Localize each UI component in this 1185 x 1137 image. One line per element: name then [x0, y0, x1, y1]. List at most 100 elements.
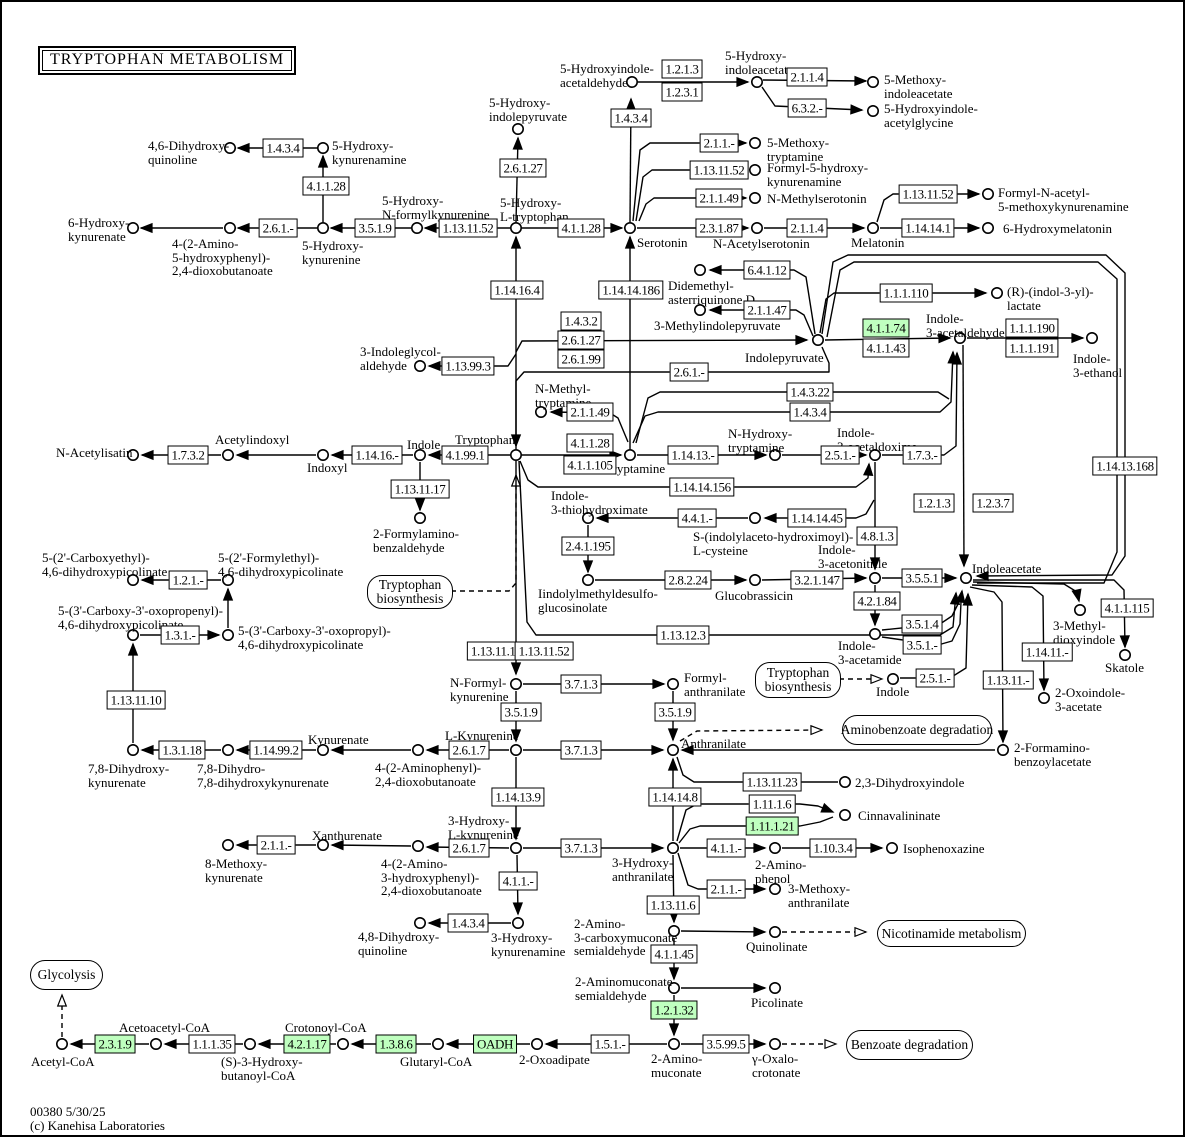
metabolite-node-indole[interactable]	[953, 331, 966, 344]
metabolite-node-r-indol-3-yl[interactable]	[990, 286, 1003, 299]
metabolite-node-n-acetylserotonin[interactable]	[750, 222, 763, 235]
metabolite-node-indole[interactable]	[1086, 331, 1099, 344]
metabolite-node-5-methoxy[interactable]	[866, 76, 879, 89]
metabolite-node-5-3-carboxy-3-oxopropyl[interactable]	[222, 628, 235, 641]
metabolite-node-6-hydroxy[interactable]	[127, 222, 140, 235]
enzyme-box-1-14-16-4[interactable]: 1.14.16.4	[490, 280, 544, 300]
enzyme-box-1-3-8-6[interactable]: 1.3.8.6	[375, 1034, 417, 1054]
enzyme-box-1-13-12-3[interactable]: 1.13.12.3	[656, 625, 710, 645]
metabolite-node-2-amino[interactable]	[667, 924, 680, 937]
metabolite-node-anthranilate[interactable]	[666, 743, 679, 756]
enzyme-box-2-1-1-49[interactable]: 2.1.1.49	[695, 188, 743, 208]
metabolite-node-formyl-5-hydroxy[interactable]	[748, 164, 761, 177]
enzyme-box-2-1-1-47[interactable]: 2.1.1.47	[743, 300, 791, 320]
metabolite-node-tryptophan[interactable]	[509, 448, 522, 461]
metabolite-node-2-amino[interactable]	[667, 1038, 680, 1051]
enzyme-box-1-13-11[interactable]: 1.13.11.-	[982, 670, 1034, 690]
enzyme-box-2-3-1-87[interactable]: 2.3.1.87	[695, 218, 743, 238]
metabolite-node-2-amino[interactable]	[768, 841, 781, 854]
enzyme-box-1-4-3-4[interactable]: 1.4.3.4	[262, 138, 304, 158]
enzyme-box-2-3-1-9[interactable]: 2.3.1.9	[94, 1034, 136, 1054]
metabolite-node-7-8-dihydroxy[interactable]	[127, 743, 140, 756]
enzyme-box-1-4-3-22[interactable]: 1.4.3.22	[786, 382, 834, 402]
metabolite-node-quinolinate[interactable]	[768, 925, 781, 938]
enzyme-box-1-2-3-7[interactable]: 1.2.3.7	[972, 493, 1014, 513]
enzyme-box-1-14-14-8[interactable]: 1.14.14.8	[648, 787, 702, 807]
enzyme-box-3-5-1-9[interactable]: 3.5.1.9	[500, 702, 542, 722]
metabolite-node-acetoacetyl-coa[interactable]	[150, 1038, 163, 1051]
metabolite-node-indolepyruvate[interactable]	[811, 333, 824, 346]
metabolite-node-2-oxoadipate[interactable]	[530, 1038, 543, 1051]
enzyme-box-1-14-16[interactable]: 1.14.16.-	[351, 445, 403, 465]
metabolite-node-5-hydroxy[interactable]	[410, 222, 423, 235]
enzyme-box-2-4-1-195[interactable]: 2.4.1.195	[561, 536, 615, 556]
enzyme-box-1-2-3-1[interactable]: 1.2.3.1	[661, 82, 703, 102]
metabolite-node-4-2-amino[interactable]	[411, 839, 424, 852]
enzyme-box-1-2-1[interactable]: 1.2.1.-	[168, 570, 208, 590]
enzyme-box-1-14-14-1[interactable]: 1.14.14.1	[901, 218, 955, 238]
enzyme-box-2-6-1-7[interactable]: 2.6.1.7	[448, 740, 490, 760]
metabolite-node-4-2-amino[interactable]	[224, 222, 237, 235]
enzyme-box-1-14-99-2[interactable]: 1.14.99.2	[249, 740, 303, 760]
enzyme-box-6-3-2[interactable]: 6.3.2.-	[787, 98, 827, 118]
metabolite-node-formyl-n-acetyl[interactable]	[981, 188, 994, 201]
metabolite-node-2-oxoindole[interactable]	[1038, 691, 1051, 704]
metabolite-node-5-2-carboxyethyl[interactable]	[127, 573, 140, 586]
enzyme-box-1-13-11-52[interactable]: 1.13.11.52	[898, 184, 958, 204]
enzyme-box-4-1-1-45[interactable]: 4.1.1.45	[650, 944, 698, 964]
enzyme-box-4-8-1-3[interactable]: 4.8.1.3	[856, 526, 898, 546]
metabolite-node-2-formamino[interactable]	[996, 743, 1009, 756]
metabolite-node-cinnavalininate[interactable]	[838, 808, 851, 821]
metabolite-node-crotonoyl-coa[interactable]	[336, 1038, 349, 1051]
enzyme-box-1-13-11-23[interactable]: 1.13.11.23	[742, 772, 802, 792]
enzyme-box-1-13-11-6[interactable]: 1.13.11.6	[646, 895, 700, 915]
enzyme-box-1-13-11-11[interactable]: 1.13.11.11	[466, 641, 526, 661]
enzyme-box-3-5-1-4[interactable]: 3.5.1.4	[901, 614, 943, 634]
enzyme-box-oadh[interactable]: OADH	[473, 1034, 517, 1054]
enzyme-box-1-14-13[interactable]: 1.14.13.-	[667, 445, 719, 465]
metabolite-node-3-indoleglycol[interactable]	[413, 359, 426, 372]
metabolite-node-indoxyl[interactable]	[316, 448, 329, 461]
enzyme-box-1-4-3-4[interactable]: 1.4.3.4	[789, 402, 831, 422]
enzyme-box-1-11-1-6[interactable]: 1.11.1.6	[748, 794, 796, 814]
enzyme-box-2-6-1-99[interactable]: 2.6.1.99	[557, 349, 605, 369]
enzyme-box-2-1-1[interactable]: 2.1.1.-	[699, 133, 739, 153]
metabolite-node-5-hydroxyindole[interactable]	[625, 76, 638, 89]
metabolite-node-5-methoxy[interactable]	[748, 137, 761, 150]
metabolite-node-3-methylindolepyruvate[interactable]	[693, 303, 706, 316]
metabolite-node-5-hydroxy[interactable]	[509, 222, 522, 235]
metabolite-node-5-hydroxyindole[interactable]	[866, 105, 879, 118]
metabolite-node-3-methoxy[interactable]	[768, 882, 781, 895]
enzyme-box-1-13-99-3[interactable]: 1.13.99.3	[441, 356, 495, 376]
enzyme-box-2-6-1[interactable]: 2.6.1.-	[669, 362, 709, 382]
enzyme-box-1-2-1-3[interactable]: 1.2.1.3	[661, 59, 703, 79]
enzyme-box-2-1-1-4[interactable]: 2.1.1.4	[786, 67, 828, 87]
pathway-link-nicotinamide-metabolism[interactable]: Nicotinamide metabolism	[877, 920, 1026, 947]
metabolite-node-melatonin[interactable]	[866, 222, 879, 235]
metabolite-node-4-2-aminophenyl[interactable]	[411, 743, 424, 756]
pathway-link-tryptophan-biosynthesis[interactable]: Tryptophan biosynthesis	[367, 575, 453, 609]
enzyme-box-3-5-1-9[interactable]: 3.5.1.9	[654, 702, 696, 722]
enzyme-box-1-3-1[interactable]: 1.3.1.-	[160, 625, 200, 645]
metabolite-node-n-methyl[interactable]	[534, 405, 547, 418]
metabolite-node-n-hydroxy[interactable]	[768, 448, 781, 461]
enzyme-box-2-6-1-27[interactable]: 2.6.1.27	[557, 330, 605, 350]
enzyme-box-3-7-1-3[interactable]: 3.7.1.3	[560, 674, 602, 694]
enzyme-box-1-11-1-21[interactable]: 1.11.1.21	[745, 816, 799, 836]
metabolite-node-3-hydroxy[interactable]	[511, 916, 524, 929]
metabolite-node-acetylindoxyl[interactable]	[222, 448, 235, 461]
metabolite-node-5-hydroxy[interactable]	[750, 76, 763, 89]
metabolite-node-4-8-dihydroxy[interactable]	[413, 916, 426, 929]
enzyme-box-6-4-1-12[interactable]: 6.4.1.12	[743, 260, 791, 280]
metabolite-node-3-hydroxy[interactable]	[509, 841, 522, 854]
enzyme-box-1-2-1-32[interactable]: 1.2.1.32	[650, 1000, 698, 1020]
metabolite-node-3-hydroxy[interactable]	[666, 841, 679, 854]
metabolite-node-s-3-hydroxy[interactable]	[244, 1038, 257, 1051]
enzyme-box-1-7-3-2[interactable]: 1.7.3.2	[167, 445, 209, 465]
enzyme-box-1-14-11[interactable]: 1.14.11.-	[1021, 642, 1073, 662]
enzyme-box-4-4-1[interactable]: 4.4.1.-	[677, 508, 717, 528]
metabolite-node-indole[interactable]	[868, 627, 881, 640]
enzyme-box-1-1-1-190[interactable]: 1.1.1.190	[1005, 318, 1059, 338]
enzyme-box-1-2-1-3[interactable]: 1.2.1.3	[913, 493, 955, 513]
enzyme-box-1-5-1[interactable]: 1.5.1.-	[590, 1034, 630, 1054]
